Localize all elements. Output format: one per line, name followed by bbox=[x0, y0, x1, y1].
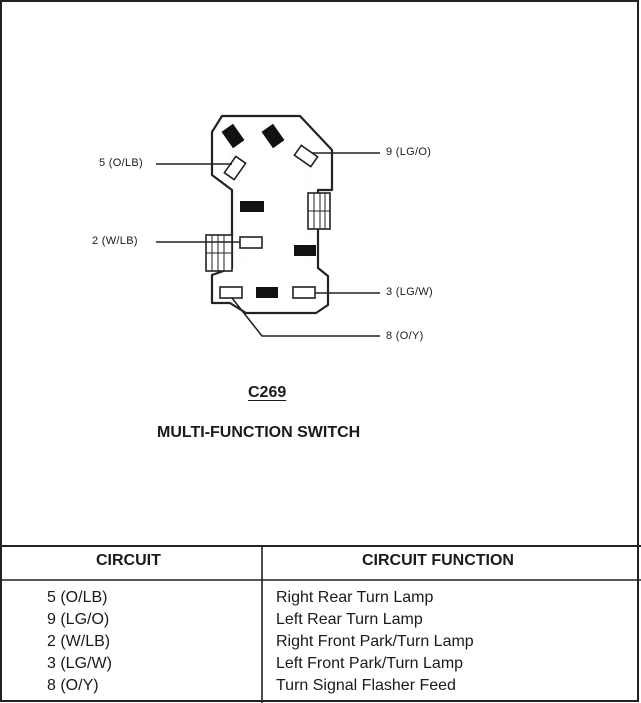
table-header-circuit: CIRCUIT bbox=[96, 552, 161, 569]
table-cell-function: Turn Signal Flasher Feed bbox=[276, 677, 456, 694]
component-name: MULTI-FUNCTION SWITCH bbox=[157, 424, 361, 441]
table-cell-function: Right Rear Turn Lamp bbox=[276, 589, 434, 606]
cavity-pin-2 bbox=[239, 236, 263, 249]
label-pin-8: 8 (O/Y) bbox=[386, 330, 424, 342]
cavity-unused bbox=[240, 201, 264, 212]
table-cell-function: Left Rear Turn Lamp bbox=[276, 611, 423, 628]
table-header-function: CIRCUIT FUNCTION bbox=[362, 552, 514, 569]
cavity-pin-3 bbox=[292, 286, 316, 299]
table-cell-function: Right Front Park/Turn Lamp bbox=[276, 633, 474, 650]
cavity-unused bbox=[221, 123, 245, 149]
table-cell-circuit: 9 (LG/O) bbox=[47, 611, 110, 628]
table-cell-circuit: 5 (O/LB) bbox=[47, 589, 108, 606]
connector-id: C269 bbox=[248, 384, 287, 401]
cavity-pin-8 bbox=[219, 286, 243, 299]
label-pin-9: 9 (LG/O) bbox=[386, 146, 432, 158]
label-pin-3: 3 (LG/W) bbox=[386, 286, 434, 298]
right-latch bbox=[307, 192, 331, 230]
left-latch bbox=[205, 234, 233, 272]
leader-pin-8 bbox=[231, 297, 380, 337]
table-cell-circuit: 8 (O/Y) bbox=[47, 677, 99, 694]
table-cell-circuit: 2 (W/LB) bbox=[47, 633, 111, 650]
label-pin-5: 5 (O/LB) bbox=[99, 157, 143, 169]
connector-texture bbox=[229, 149, 311, 261]
table-cell-circuit: 3 (LG/W) bbox=[47, 655, 112, 672]
cavity-unused bbox=[256, 287, 278, 298]
label-pin-2: 2 (W/LB) bbox=[92, 235, 138, 247]
cavity-pin-9 bbox=[293, 144, 319, 168]
cavity-unused bbox=[261, 123, 285, 149]
cavity-unused bbox=[294, 245, 316, 256]
table-cell-function: Left Front Park/Turn Lamp bbox=[276, 655, 464, 672]
